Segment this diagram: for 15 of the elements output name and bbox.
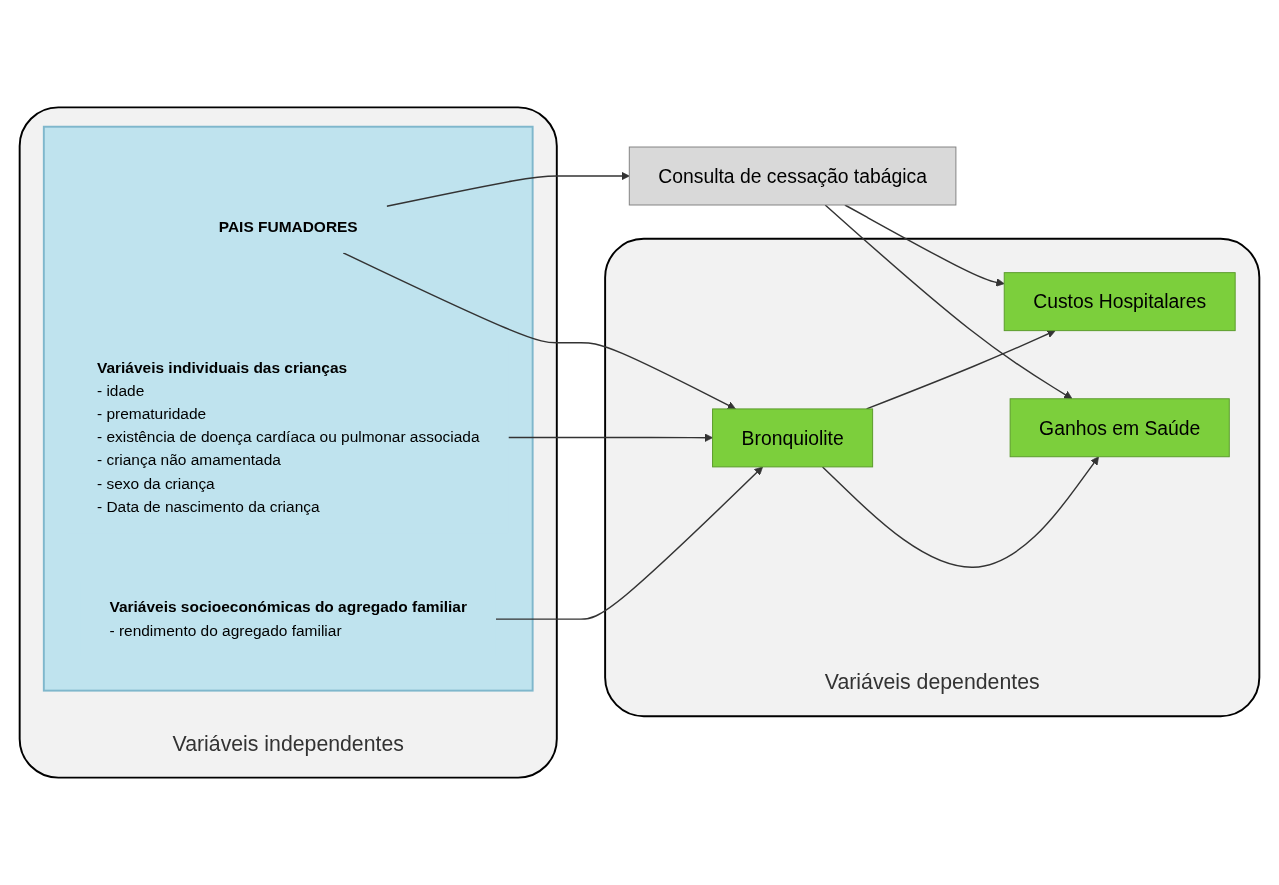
arrow xyxy=(844,204,1005,287)
node-text: PAIS FUMADORES xyxy=(218,218,358,235)
arrow xyxy=(342,252,736,410)
node-text: Variáveis individuais das crianças - idade - prematuridade - existência de doença cardíaca ou pulmonar associada - criança não amamentada - sexo da criança - Data de nascimento da criança xyxy=(96,359,480,515)
arrow xyxy=(821,456,1099,568)
arrow xyxy=(495,466,763,620)
node-box: Consulta de cessação tabágica xyxy=(628,146,957,206)
node-box: Bronquiolite xyxy=(712,408,874,468)
arrow xyxy=(507,433,713,442)
node-box: Custos Hospitalares xyxy=(1003,272,1236,332)
arrow xyxy=(824,204,1073,400)
node-box: Ganhos em Saúde xyxy=(1009,398,1230,458)
arrow xyxy=(385,171,630,208)
cluster xyxy=(42,125,534,692)
node-text: Variáveis socioeconómicas do agregado familiar - rendimento do agregado familiar xyxy=(109,598,467,639)
